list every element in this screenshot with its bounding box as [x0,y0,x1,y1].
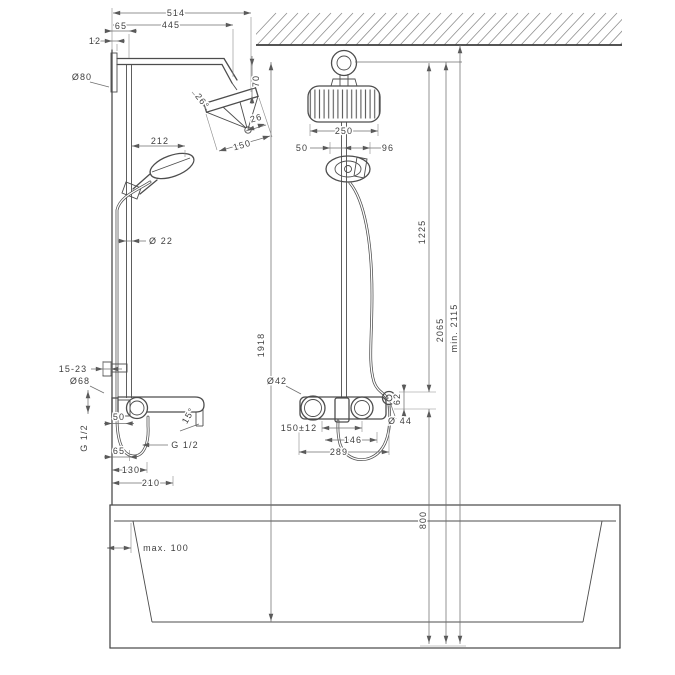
thermostat-knob-left [300,395,326,421]
dim-65-top: 65 [115,21,127,31]
hose-outlet [381,390,397,406]
bathtub [109,504,621,649]
overhead-shower-front [307,85,381,123]
dim-dia42: Ø42 [267,376,287,386]
dim-250: 250 [335,126,353,136]
dim-2065: 2065 [435,318,445,342]
dim-70: 70 [251,75,261,87]
dim-26deg: 26° [193,91,211,110]
thermostat-knob-right [350,396,374,420]
dim-min2115: min. 2115 [449,304,459,353]
shower-hose-front-upper [348,181,389,400]
showerpipe-side-view [102,52,259,458]
dim-dia68: Ø68 [70,376,90,386]
thermostat-center-block [334,397,350,423]
slide-bar-holder [121,181,142,200]
wall-escutcheon [110,52,118,93]
dim-max100: max. 100 [143,543,189,553]
showerpipe-front-view [299,49,397,462]
dim-212: 212 [151,136,169,146]
dim-15-23: 15-23 [59,364,88,374]
dim-50-left: 50 [113,412,125,422]
dim-65-left: 65 [113,446,125,456]
dim-dia44: Ø 44 [388,416,412,426]
dim-289: 289 [330,447,348,457]
dim-210: 210 [142,478,160,488]
dim-445: 445 [162,20,180,30]
dim-15deg: 15° [180,406,197,426]
dim-g12-right: G 1/2 [171,440,199,450]
hand-shower-front [325,155,371,183]
overhead-shower-side [203,86,259,114]
dim-dia22: Ø 22 [149,236,173,246]
dim-26: 26 [249,112,264,125]
dim-g12-left: G 1/2 [79,424,89,452]
bath-spout [117,396,205,413]
dim-1918: 1918 [256,333,266,357]
top-ring [330,49,358,77]
dim-62: 62 [392,393,402,405]
dim-1225: 1225 [417,220,427,244]
hand-shower-side [149,152,195,180]
dim-514: 514 [167,8,185,18]
ceiling [256,12,622,46]
dim-96: 96 [382,143,394,153]
dim-150-head: 150 [232,138,252,153]
dim-12: 12 [89,36,101,46]
dim-800: 800 [418,511,428,529]
bar-bracket [111,363,128,373]
thermostat-body [299,396,387,420]
head-cap [330,78,358,87]
dim-150pm12: 150±12 [281,423,318,433]
hand-shower-holder [353,156,368,179]
dimension-lines [87,12,466,647]
dim-dia80: Ø80 [72,72,92,82]
dim-146: 146 [344,435,362,445]
dim-130: 130 [122,465,140,475]
dim-50-right: 50 [296,143,308,153]
ceiling-hatch [256,12,622,45]
